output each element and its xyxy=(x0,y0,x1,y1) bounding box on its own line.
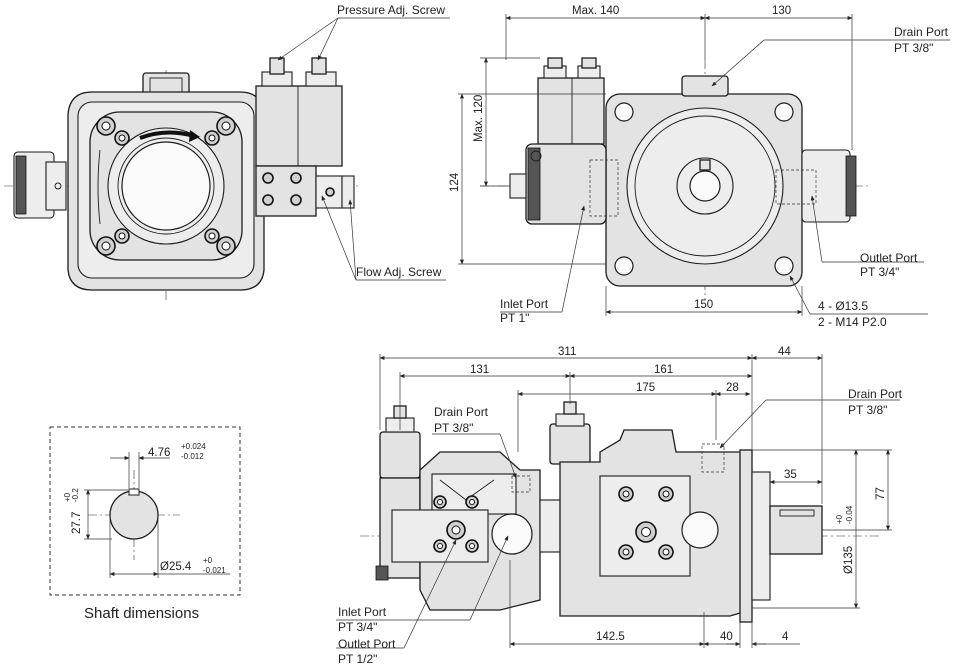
key-height: 27.7 xyxy=(71,512,83,534)
dim-150: 150 xyxy=(694,299,713,311)
dim-44: 44 xyxy=(778,346,791,358)
dim-max120: Max. 120 xyxy=(473,95,485,142)
drain-port-side-right-size: PT 3/8" xyxy=(848,403,887,417)
dim-131: 131 xyxy=(470,364,489,376)
key-height-tol-up: +0 xyxy=(63,492,72,502)
shaft-diameter-tol-low: -0.021 xyxy=(203,566,226,575)
dim-135: Ø135 xyxy=(843,546,855,574)
outlet-port-right-label: Outlet Port xyxy=(860,251,918,265)
holes-label-2: 2 - M14 P2.0 xyxy=(818,315,887,329)
end-view: Max. 140 130 Max. 120 124 150 Drain Port… xyxy=(449,5,950,329)
front-bolts xyxy=(96,116,236,256)
dim-77: 77 xyxy=(875,487,887,500)
drain-port-top-size: PT 3/8" xyxy=(894,41,933,55)
outlet-port-bottom-size: PT 1/2" xyxy=(338,652,377,666)
dim-130: 130 xyxy=(772,5,791,17)
dim-161: 161 xyxy=(654,364,673,376)
dim-175: 175 xyxy=(636,382,655,394)
dim-135-tol-low: -0.04 xyxy=(845,505,854,524)
dim-28: 28 xyxy=(726,382,739,394)
dim-4: 4 xyxy=(782,631,789,643)
pressure-adj-screw-label: Pressure Adj. Screw xyxy=(337,3,445,17)
front-view: Pressure Adj. Screw Flow Adj. Screw xyxy=(4,3,450,300)
key-width-tol-low: -0.012 xyxy=(181,452,204,461)
outlet-port-bottom-label: Outlet Port xyxy=(338,637,396,651)
flow-adj-screw-label: Flow Adj. Screw xyxy=(356,265,442,279)
inlet-port-top-size: PT 1" xyxy=(500,311,529,325)
shaft-detail: 4.76 +0.024 -0.012 27.7 +0 -0.2 Ø25.4 +0… xyxy=(49,426,241,622)
key-width: 4.76 xyxy=(148,447,170,459)
dim-35: 35 xyxy=(784,469,797,481)
holes-label-1: 4 - Ø13.5 xyxy=(818,299,868,313)
outlet-port-right-size: PT 3/4" xyxy=(860,265,899,279)
drain-port-side-left-size: PT 3/8" xyxy=(434,421,473,435)
inlet-port-bottom-label: Inlet Port xyxy=(338,605,387,619)
inlet-port-bottom-size: PT 3/4" xyxy=(338,620,377,634)
key-height-tol-low: -0.2 xyxy=(71,488,80,502)
shaft-title: Shaft dimensions xyxy=(84,605,199,622)
drain-port-side-right-label: Drain Port xyxy=(848,387,903,401)
shaft-diameter-tol-up: +0 xyxy=(203,556,213,565)
drain-port-top-label: Drain Port xyxy=(894,25,949,39)
dim-135-tol-up: +0 xyxy=(835,514,844,524)
dim-124: 124 xyxy=(449,172,461,192)
dim-max140: Max. 140 xyxy=(572,5,619,17)
dim-311: 311 xyxy=(558,346,576,358)
shaft-diameter: Ø25.4 xyxy=(160,561,192,573)
drain-port-side-left-label: Drain Port xyxy=(434,405,489,419)
dim-142-5: 142.5 xyxy=(596,631,625,643)
dim-40: 40 xyxy=(720,631,733,643)
inlet-port-top-label: Inlet Port xyxy=(500,297,549,311)
side-view: 311 44 131 161 175 28 35 77 Ø135 +0 -0.0… xyxy=(336,346,903,666)
key-width-tol-up: +0.024 xyxy=(181,442,206,451)
